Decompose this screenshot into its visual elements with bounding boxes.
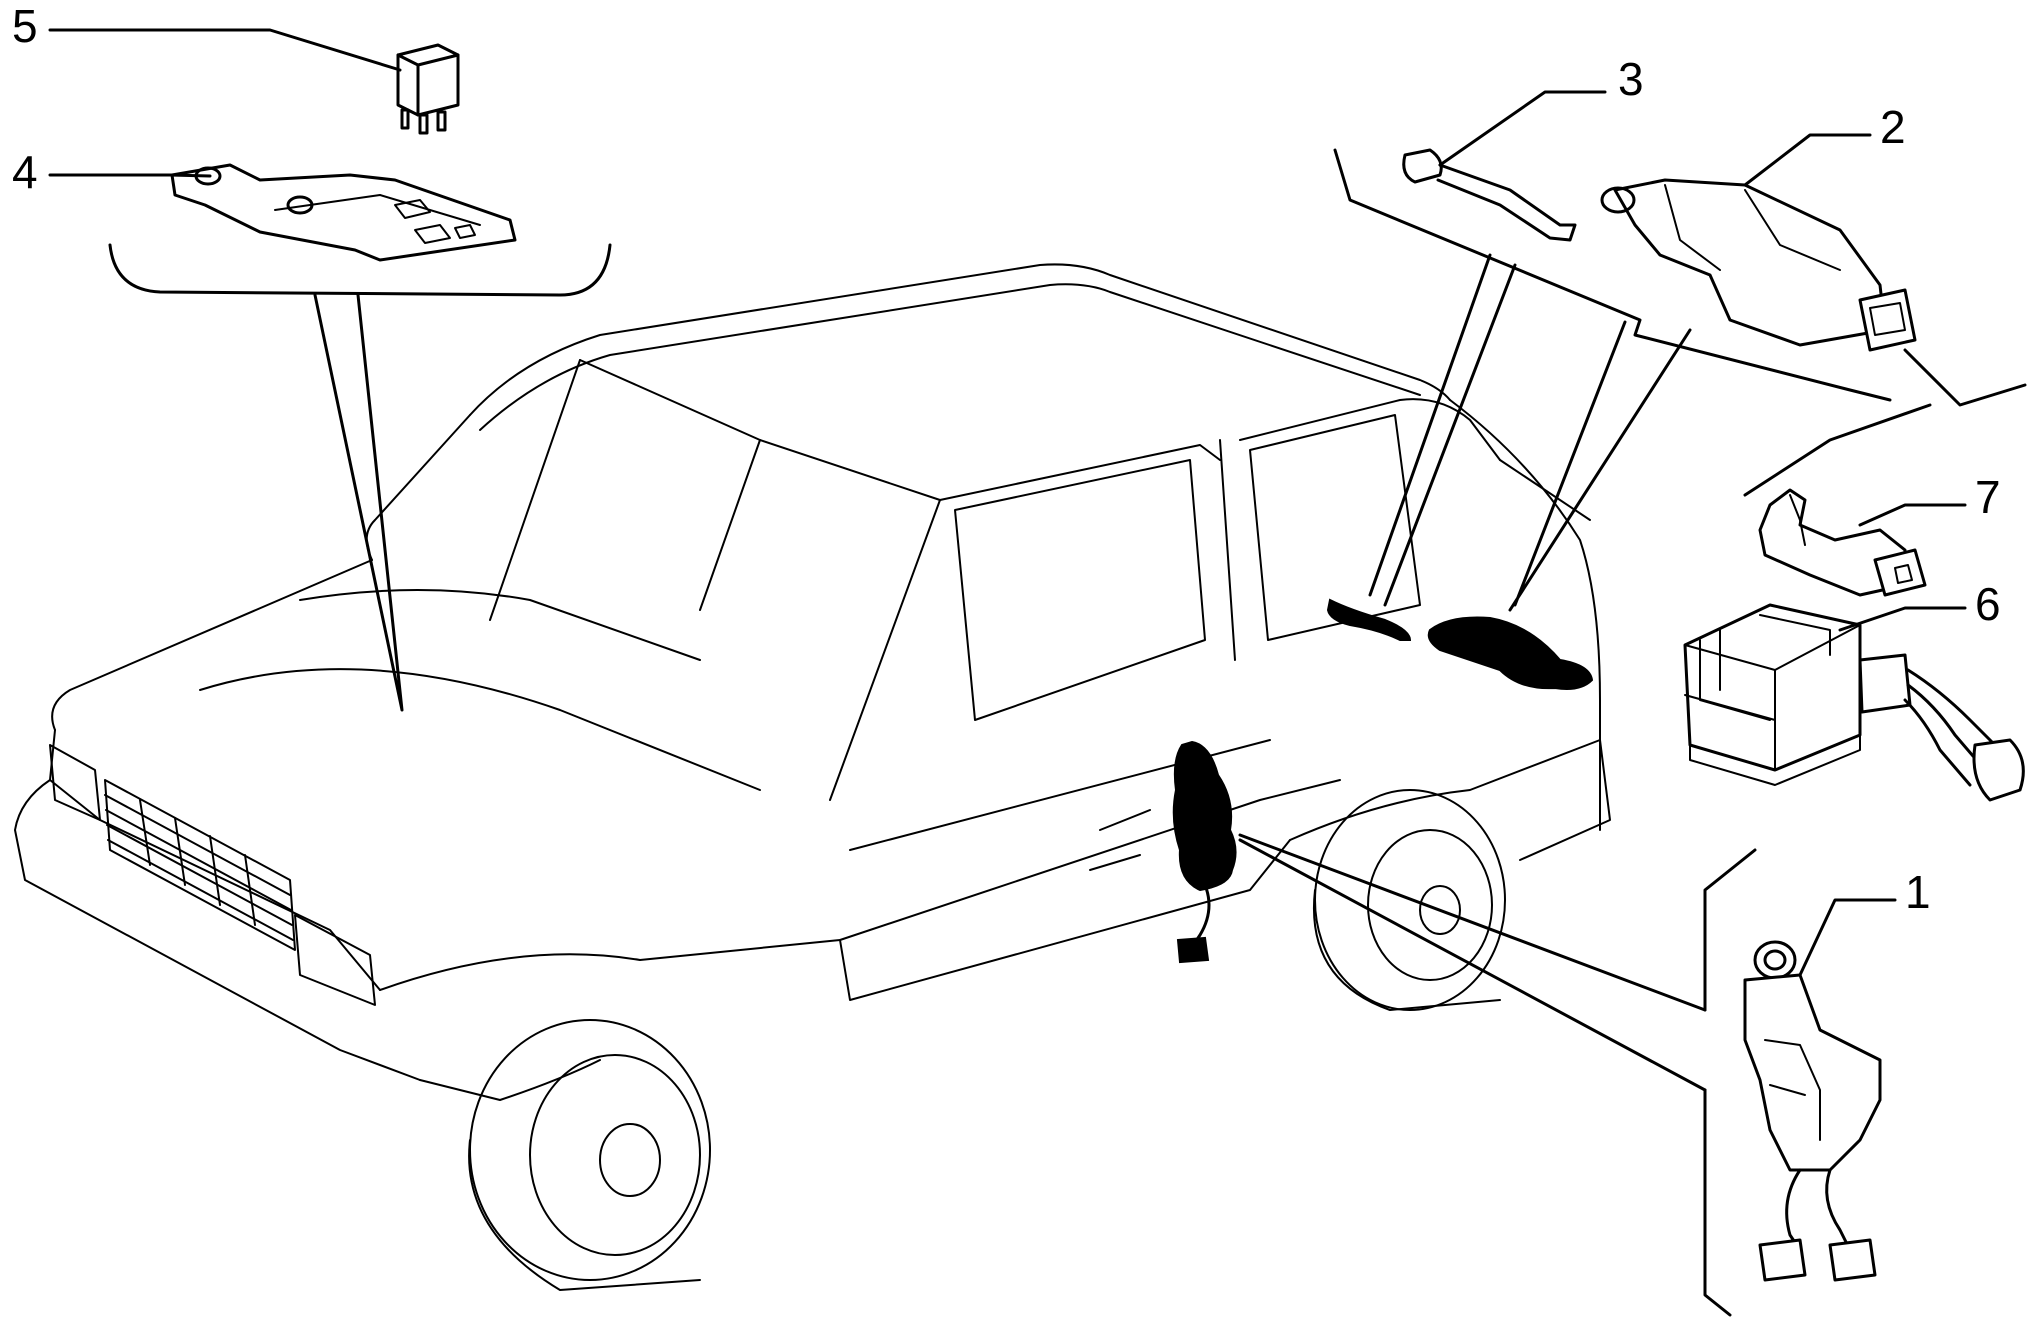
- callout-7: 7: [1975, 471, 2001, 523]
- part-2-lock-motor: [1600, 178, 1917, 352]
- callout-leaders: [48, 28, 1967, 977]
- grille-slats: [104, 794, 294, 941]
- part-7-clip: [1758, 488, 1927, 597]
- part-1-enclosure-bottom: [1703, 1088, 1732, 1317]
- rear-wheel: [1313, 789, 1506, 1011]
- car-outline: [14, 263, 1611, 1291]
- part-6-7-enclosure: [1743, 403, 1932, 497]
- callout-5: 5: [12, 0, 38, 52]
- part-4-bracket: [170, 163, 517, 262]
- callout-1: 1: [1905, 866, 1931, 918]
- part-4-pointer-lines: [313, 293, 404, 712]
- callout-3: 3: [1618, 53, 1644, 105]
- leader-1: [1798, 898, 1897, 977]
- part-1-enclosure: [1703, 848, 1757, 1012]
- part-2-pointer-lines: [1383, 263, 1692, 612]
- leader-5: [48, 28, 402, 72]
- part-6-connector: [1683, 603, 2025, 802]
- callout-4: 4: [12, 146, 38, 198]
- part-3-rod: [1402, 148, 1577, 242]
- part-3-pointer-line: [1368, 253, 1492, 597]
- leader-4: [48, 173, 212, 178]
- callout-labels: 5 4 3 2 7 6 1: [12, 0, 2001, 918]
- part-1-door-lock: [1743, 940, 1882, 1282]
- installed-parts: [1172, 598, 1594, 964]
- leader-3: [1438, 90, 1607, 167]
- callout-6: 6: [1975, 578, 2001, 630]
- leader-7: [1858, 503, 1967, 527]
- leader-6: [1838, 606, 1967, 632]
- part-4-bracket-arc: [108, 243, 612, 297]
- callout-2: 2: [1880, 101, 1906, 153]
- part-2-connector-lead: [1903, 348, 2027, 407]
- part-5-relay: [396, 43, 460, 135]
- part-2-3-enclosure: [1333, 148, 1892, 402]
- leader-2: [1743, 133, 1872, 187]
- front-wheel: [468, 1019, 711, 1291]
- part-1-pointer-lines: [1238, 833, 1707, 1092]
